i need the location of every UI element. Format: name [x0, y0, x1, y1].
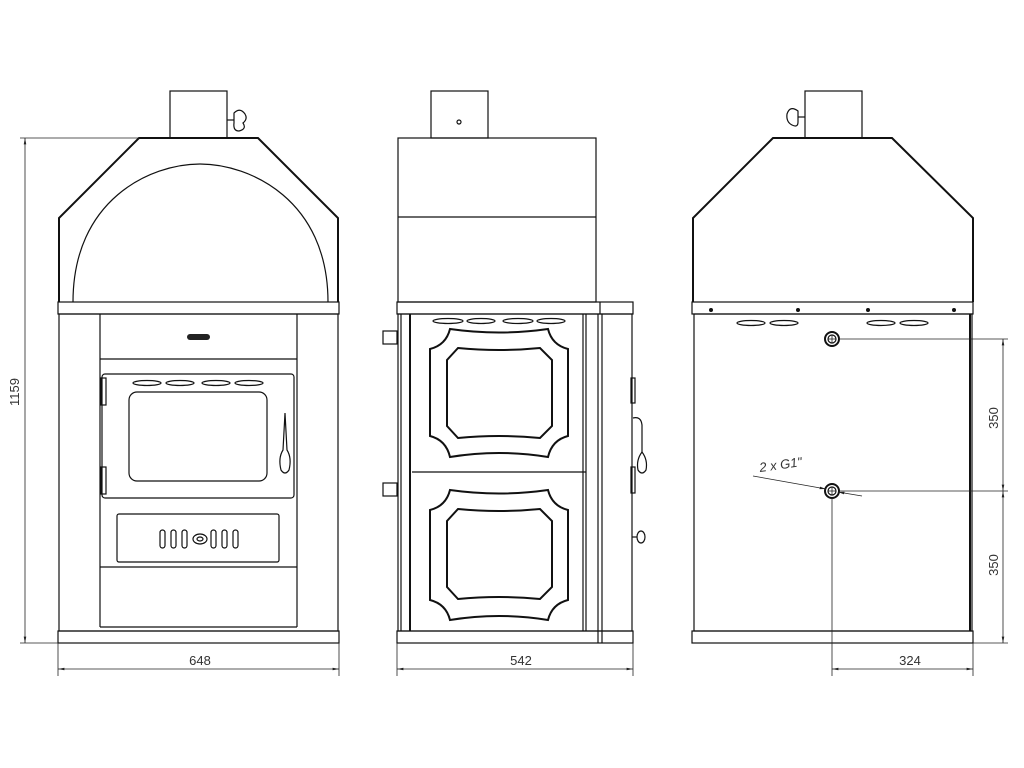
screw-dots — [709, 308, 956, 312]
pipe-stub — [382, 482, 398, 497]
hood-side — [397, 137, 597, 303]
chimney-flue — [804, 90, 863, 139]
height-dimension: 1159 — [7, 137, 139, 644]
chimney-flue — [430, 90, 489, 139]
back-view — [691, 90, 974, 644]
chimney-flue — [169, 90, 228, 139]
depth-label: 542 — [510, 653, 532, 668]
pipe-offset-dimension: 324 — [831, 498, 974, 676]
door-handle-icon — [632, 417, 648, 474]
damper-knob-icon — [227, 109, 247, 132]
hood-arch — [72, 163, 329, 303]
side-view — [382, 90, 648, 644]
hinge-icon — [100, 466, 107, 495]
brand-badge — [187, 334, 210, 340]
fire-door — [101, 373, 295, 499]
hood — [58, 137, 339, 302]
flue-screw — [456, 119, 462, 125]
pipe-stub — [382, 330, 398, 345]
hinge-icon — [630, 466, 636, 494]
top-band — [396, 301, 634, 315]
depth-dimension: 542 — [396, 643, 634, 676]
front-width-dimension: 648 — [57, 643, 340, 676]
top-band — [691, 301, 974, 315]
connection-label: 2 x G1" — [757, 454, 804, 475]
ornamental-panel — [429, 327, 569, 459]
air-slots — [159, 529, 239, 549]
back-vents — [736, 319, 929, 327]
door-glass — [128, 391, 268, 482]
ash-drawer — [116, 513, 280, 563]
knob-icon — [632, 530, 646, 544]
damper-knob-icon — [786, 108, 805, 127]
base-plinth — [396, 630, 634, 644]
vertical-spacing-dimensions: 350 350 — [839, 338, 1008, 644]
base-plinth — [691, 630, 974, 644]
pipe-connection-lower-icon — [824, 483, 840, 499]
door-vents — [132, 379, 264, 387]
hinge-icon — [630, 377, 636, 404]
front-width-label: 648 — [189, 653, 211, 668]
door-handle-icon — [279, 412, 291, 474]
side-vents — [432, 317, 566, 325]
hood — [692, 137, 974, 302]
top-band — [57, 301, 340, 315]
front-view — [57, 90, 340, 644]
height-label: 1159 — [7, 378, 22, 406]
upper-spacing-label: 350 — [986, 407, 1001, 429]
connection-leader: 2 x G1" — [752, 454, 863, 497]
ornamental-panel — [429, 488, 569, 622]
hinge-icon — [100, 377, 107, 406]
lower-spacing-label: 350 — [986, 554, 1001, 576]
pipe-offset-label: 324 — [899, 653, 921, 668]
pipe-connection-upper-icon — [824, 331, 840, 347]
stove-body-back — [693, 313, 973, 632]
base-plinth — [57, 630, 340, 644]
